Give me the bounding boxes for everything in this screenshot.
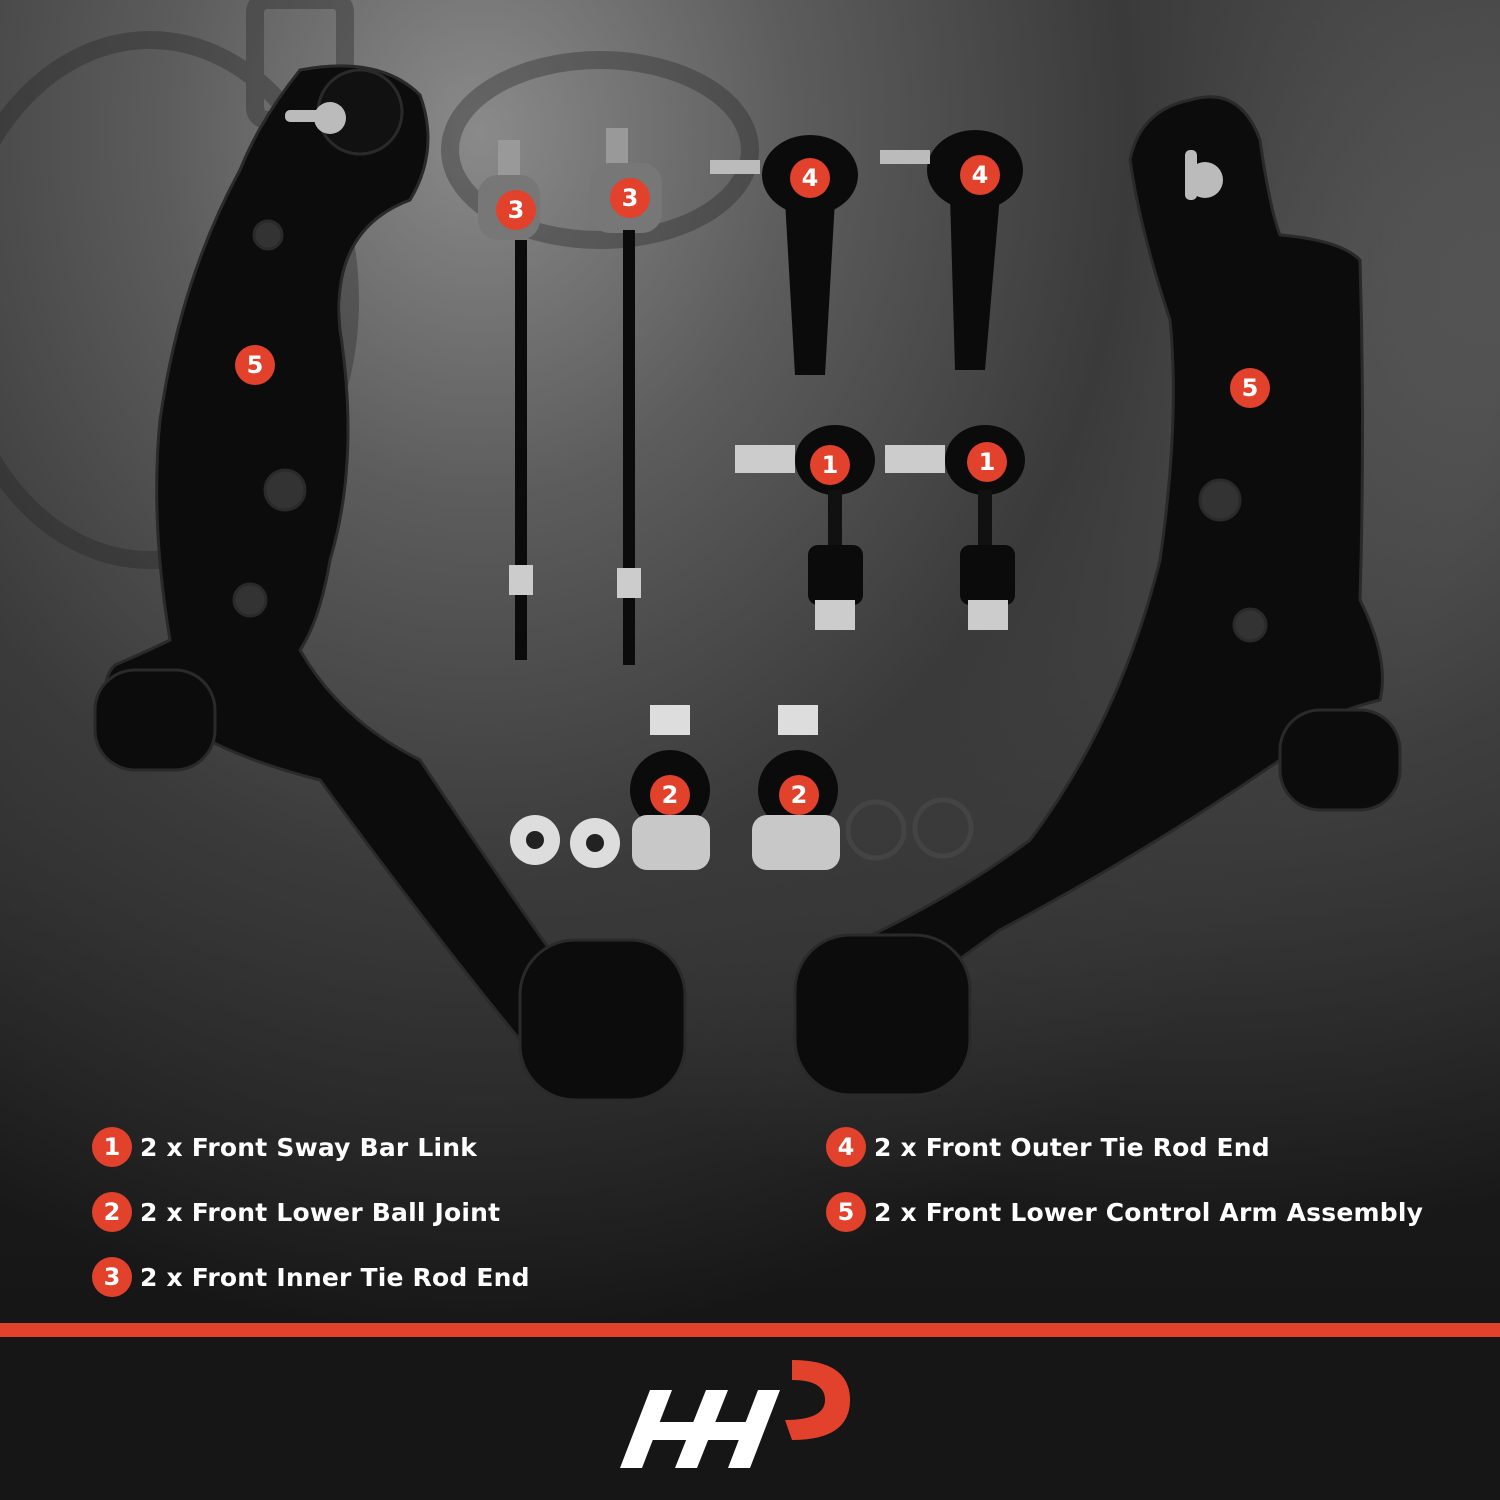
brand-logo-icon — [620, 1360, 850, 1468]
legend-number: 3 — [92, 1257, 132, 1297]
part-badge-control-arm-right: 5 — [1230, 368, 1270, 408]
part-badge-control-arm-left: 5 — [235, 345, 275, 385]
footer — [0, 1337, 1500, 1500]
part-badge-inner-tie-rod-a: 3 — [496, 190, 536, 230]
legend-item-control-arm: 5 2 x Front Lower Control Arm Assembly — [826, 1192, 1423, 1232]
parts-legend: 1 2 x Front Sway Bar Link 2 2 x Front Lo… — [0, 1120, 1500, 1320]
legend-item-ball-joint: 2 2 x Front Lower Ball Joint — [92, 1192, 500, 1232]
left-control-arm — [93, 64, 687, 1102]
legend-number: 4 — [826, 1127, 866, 1167]
part-badge-sway-link-b: 1 — [967, 442, 1007, 482]
legend-item-sway-bar-link: 1 2 x Front Sway Bar Link — [92, 1127, 477, 1167]
outer-tie-rod-a — [710, 135, 858, 375]
part-badge-ball-joint-b: 2 — [779, 775, 819, 815]
part-badge-outer-tie-rod-b: 4 — [960, 155, 1000, 195]
legend-number: 2 — [92, 1192, 132, 1232]
part-badge-outer-tie-rod-a: 4 — [790, 158, 830, 198]
legend-number: 1 — [92, 1127, 132, 1167]
legend-label: 2 x Front Lower Ball Joint — [140, 1197, 501, 1227]
legend-label: 2 x Front Lower Control Arm Assembly — [874, 1197, 1424, 1227]
washers — [510, 815, 620, 868]
part-badge-sway-link-a: 1 — [810, 445, 850, 485]
sway-bar-link-a — [735, 425, 875, 630]
part-badge-inner-tie-rod-b: 3 — [610, 178, 650, 218]
part-badge-ball-joint-a: 2 — [650, 775, 690, 815]
legend-label: 2 x Front Inner Tie Rod End — [140, 1262, 530, 1292]
legend-number: 5 — [826, 1192, 866, 1232]
product-photo: 5 5 3 3 4 4 1 1 2 2 — [0, 0, 1500, 1320]
right-control-arm — [793, 95, 1402, 1097]
outer-tie-rod-b — [880, 130, 1023, 370]
retaining-clips — [845, 797, 974, 861]
legend-item-inner-tie-rod: 3 2 x Front Inner Tie Rod End — [92, 1257, 530, 1297]
legend-item-outer-tie-rod: 4 2 x Front Outer Tie Rod End — [826, 1127, 1270, 1167]
legend-label: 2 x Front Sway Bar Link — [140, 1132, 478, 1162]
accent-stripe — [0, 1323, 1500, 1337]
legend-label: 2 x Front Outer Tie Rod End — [874, 1132, 1270, 1162]
